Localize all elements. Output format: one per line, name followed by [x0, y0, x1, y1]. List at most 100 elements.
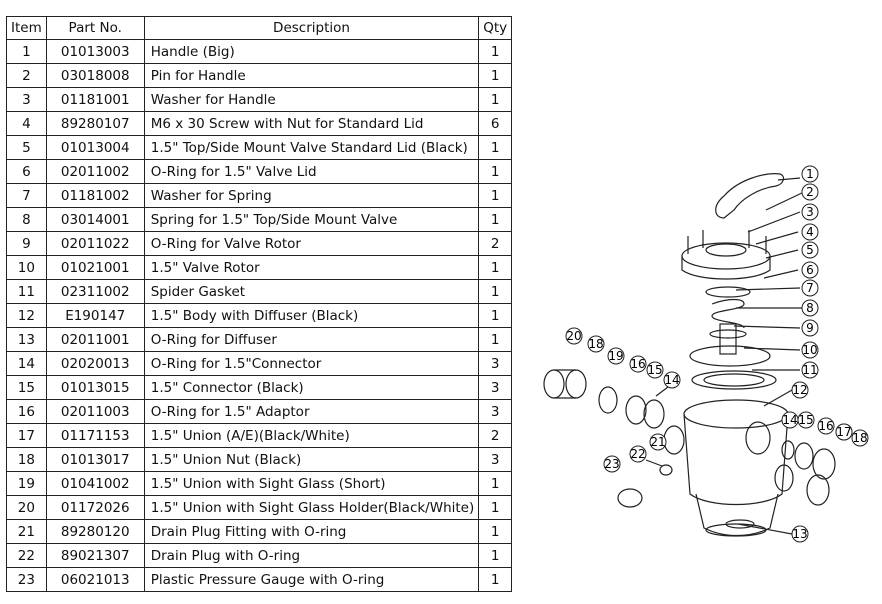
callout-label: 15	[647, 363, 662, 377]
cell-description: 1.5" Union Nut (Black)	[143, 447, 480, 472]
callout-circle	[801, 223, 819, 241]
cell-part-no: 02011002	[45, 159, 145, 184]
cell-qty: 3	[478, 447, 513, 472]
callout-circle	[587, 335, 605, 353]
callout-circle	[851, 429, 869, 447]
cell-description: 1.5" Top/Side Mount Valve Standard Lid (…	[143, 135, 480, 160]
callout-label: 16	[630, 357, 645, 371]
header-description: Description	[143, 16, 480, 40]
cell-qty: 1	[478, 495, 513, 520]
cell-item: 23	[6, 567, 47, 592]
callout-circle	[801, 299, 819, 317]
cell-part-no: 89280107	[45, 111, 145, 136]
cell-description: Spider Gasket	[143, 279, 480, 304]
callout-circle	[801, 279, 819, 297]
callout-label: 7	[806, 281, 814, 295]
cell-item: 11	[6, 279, 47, 304]
cell-part-no: E190147	[45, 303, 145, 328]
callout-label: 10	[802, 343, 817, 357]
callout-circle	[791, 525, 809, 543]
cell-qty: 1	[478, 255, 513, 280]
cell-qty: 1	[478, 567, 513, 592]
callout-label: 9	[806, 321, 814, 335]
callout-label: 20	[566, 329, 581, 343]
callout-circle	[603, 455, 621, 473]
callout-circle	[801, 319, 819, 337]
cell-item: 15	[6, 375, 47, 400]
callout-label: 16	[818, 419, 833, 433]
cell-item: 16	[6, 399, 47, 424]
cell-description: 1.5" Valve Rotor	[143, 255, 480, 280]
callout-label: 4	[806, 225, 814, 239]
cell-qty: 6	[478, 111, 513, 136]
cell-part-no: 01013003	[45, 39, 145, 64]
cell-item: 19	[6, 471, 47, 496]
cell-qty: 1	[478, 39, 513, 64]
callout-label: 22	[630, 447, 645, 461]
callout-circle	[801, 241, 819, 259]
header-item: Item	[6, 16, 47, 40]
cell-part-no: 03014001	[45, 207, 145, 232]
cell-part-no: 01181001	[45, 87, 145, 112]
cell-part-no: 89280120	[45, 519, 145, 544]
callout-label: 19	[608, 349, 623, 363]
callout-circle	[663, 371, 681, 389]
cell-description: Plastic Pressure Gauge with O-ring	[143, 567, 480, 592]
cell-qty: 1	[478, 135, 513, 160]
cell-qty: 1	[478, 87, 513, 112]
cell-description: Pin for Handle	[143, 63, 480, 88]
callout-label: 1	[806, 167, 814, 181]
callout-label: 3	[806, 205, 814, 219]
cell-part-no: 02011003	[45, 399, 145, 424]
callout-circle	[791, 381, 809, 399]
cell-description: M6 x 30 Screw with Nut for Standard Lid	[143, 111, 480, 136]
callout-circle	[817, 417, 835, 435]
cell-part-no: 01013004	[45, 135, 145, 160]
cell-part-no: 02020013	[45, 351, 145, 376]
callout-label: 5	[806, 243, 814, 257]
callout-label: 14	[782, 413, 797, 427]
cell-description: O-Ring for 1.5"Connector	[143, 351, 480, 376]
cell-part-no: 01041002	[45, 471, 145, 496]
cell-item: 5	[6, 135, 47, 160]
cell-description: O-Ring for 1.5" Valve Lid	[143, 159, 480, 184]
cell-description: Spring for 1.5" Top/Side Mount Valve	[143, 207, 480, 232]
callout-circle	[801, 341, 819, 359]
cell-item: 4	[6, 111, 47, 136]
callout-circle	[835, 423, 853, 441]
cell-qty: 1	[478, 327, 513, 352]
cell-qty: 3	[478, 375, 513, 400]
cell-qty: 1	[478, 471, 513, 496]
table-header-row: Item Part No. Description Qty	[6, 16, 513, 40]
callout-label: 18	[588, 337, 603, 351]
cell-item: 13	[6, 327, 47, 352]
cell-description: 1.5" Body with Diffuser (Black)	[143, 303, 480, 328]
cell-item: 1	[6, 39, 47, 64]
cell-item: 9	[6, 231, 47, 256]
callout-label: 11	[802, 363, 817, 377]
header-qty: Qty	[478, 16, 513, 40]
callout-label: 6	[806, 263, 814, 277]
cell-qty: 1	[478, 63, 513, 88]
cell-description: 1.5" Connector (Black)	[143, 375, 480, 400]
callout-label: 23	[604, 457, 619, 471]
cell-item: 2	[6, 63, 47, 88]
callout-label: 18	[852, 431, 867, 445]
cell-description: O-Ring for 1.5" Adaptor	[143, 399, 480, 424]
callout-circle	[801, 203, 819, 221]
cell-description: Drain Plug with O-ring	[143, 543, 480, 568]
cell-description: O-Ring for Diffuser	[143, 327, 480, 352]
callout-circle	[801, 183, 819, 201]
